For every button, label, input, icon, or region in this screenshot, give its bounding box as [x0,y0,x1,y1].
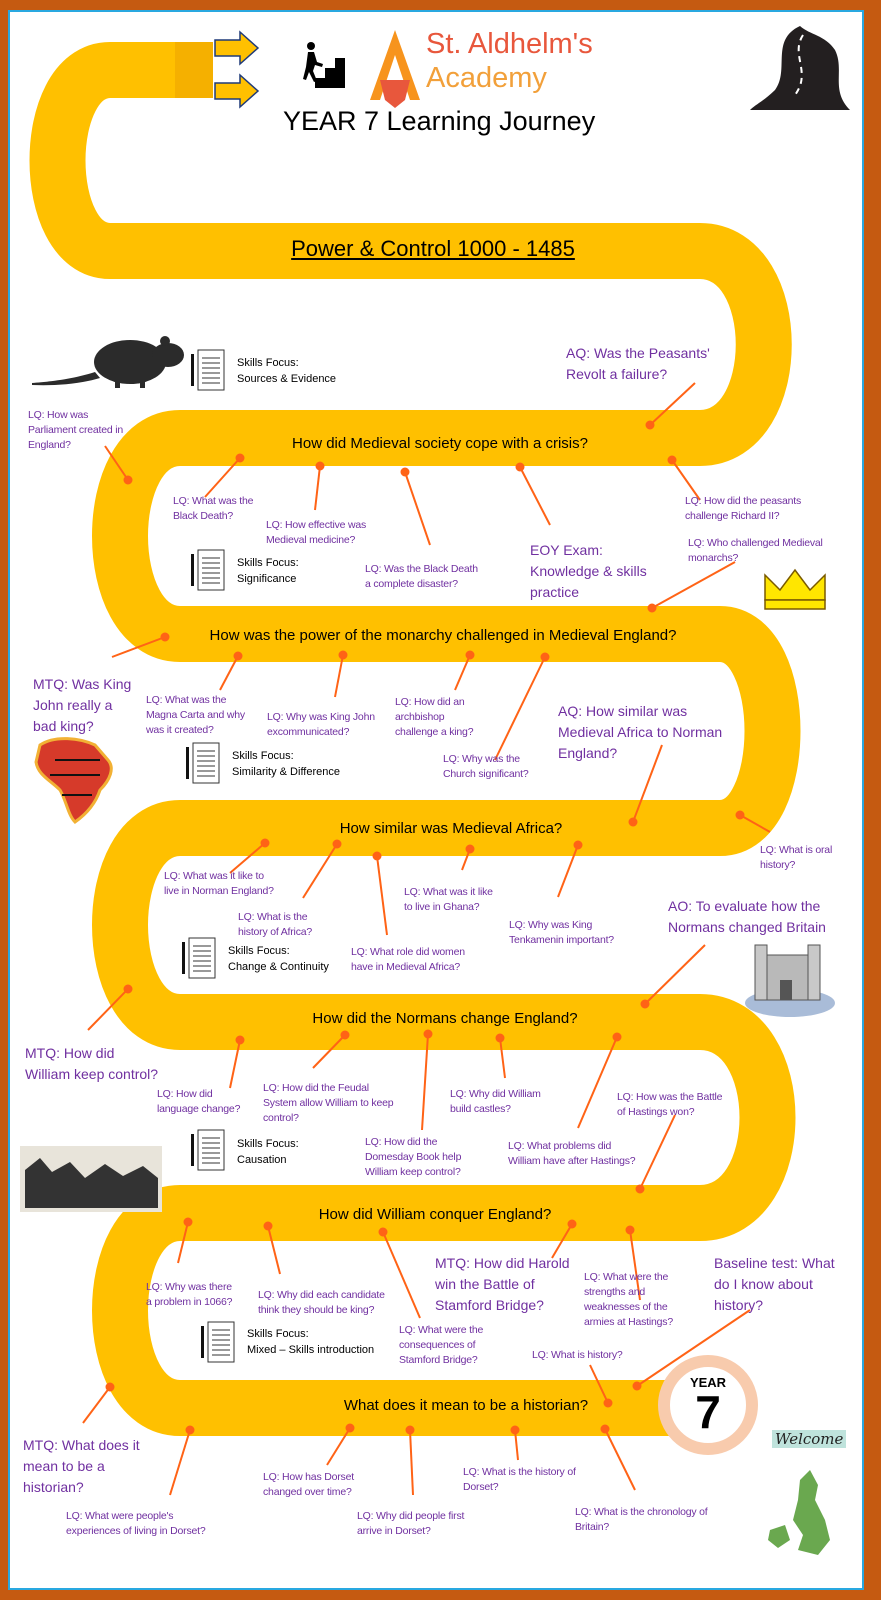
lesson-question: LQ: How did language change? [157,1088,241,1115]
uk-map-image [768,1470,830,1555]
notepad-icon [191,1129,225,1171]
stairs-climber-icon [303,42,345,88]
arrow-right-icon [214,30,260,109]
lesson-question: LQ: How did the Domesday Book help Willi… [365,1136,462,1178]
castle-image [745,944,835,1017]
crown-image [764,568,826,610]
assessment-objective: AO: To evaluate how the Normans changed … [668,898,826,935]
road-heading: How did the Normans change England? [312,1010,578,1027]
lesson-question: LQ: What is the history of Dorset? [463,1466,576,1493]
bayeux-tapestry-image [20,1146,162,1212]
lesson-question: LQ: Was the Black Death a complete disas… [365,563,478,590]
road-heading: How was the power of the monarchy challe… [209,627,677,644]
lesson-question: LQ: How effective was Medieval medicine? [266,519,367,546]
lesson-question: LQ: What were people's experiences of li… [66,1510,206,1537]
lesson-question: LQ: What was the Magna Carta and why was… [146,694,245,736]
africa-map-image [34,737,113,824]
lesson-question: LQ: What were the consequences of Stamfo… [399,1324,484,1366]
lesson-question: LQ: What was it like to live in Ghana? [404,886,493,913]
mid-term-question: MTQ: How did Harold win the Battle of St… [435,1255,570,1313]
lesson-question: LQ: Why did people first arrive in Dorse… [357,1510,465,1537]
lesson-question: LQ: How has Dorset changed over time? [263,1471,354,1498]
lesson-question: LQ: How was Parliament created in Englan… [28,409,124,451]
road-heading: How did William conquer England? [318,1206,552,1223]
notepad-icon [191,349,225,391]
lesson-question: LQ: Why was King John excommunicated? [267,711,375,738]
skills-focus: Skills Focus:Causation [237,1138,299,1166]
lesson-question: LQ: Why was King Tenkamenin important? [509,919,614,946]
lesson-question: LQ: What were the strengths and weakness… [584,1271,673,1328]
badge-year-number: 7 [695,1386,721,1438]
year-7-badge: YEAR 7 [658,1355,758,1455]
winding-road-icon [750,26,850,110]
road-heading: How similar was Medieval Africa? [339,820,563,837]
notepad-icon [186,742,220,784]
lesson-question: LQ: How did an archbishop challenge a ki… [395,696,474,738]
badge-year-label: YEAR [689,1375,727,1390]
welcome-sign: Welcome [772,1430,847,1448]
notepad-icon [201,1321,235,1363]
baseline-test: Baseline test: What do I know about hist… [714,1255,835,1313]
road-path [29,42,801,1436]
exam-note: EOY Exam: Knowledge & skills practice [530,542,647,600]
lesson-question: LQ: How did the peasants challenge Richa… [685,495,802,522]
lesson-question: LQ: What was the Black Death? [173,495,254,522]
school-name-line2: Academy [426,62,547,94]
road-heading: How did Medieval society cope with a cri… [292,435,588,452]
lesson-question: LQ: How did the Feudal System allow Will… [263,1082,394,1124]
notepad-icon [182,937,216,979]
lesson-question: LQ: How was the Battle of Hastings won? [617,1091,723,1118]
lesson-question: LQ: What was it like to live in Norman E… [164,870,274,897]
assessment-question: AQ: How similar was Medieval Africa to N… [558,703,723,761]
skills-focus: Skills Focus:Significance [237,557,299,585]
rat-image [32,336,184,388]
lesson-question: LQ: What problems did William have after… [508,1140,636,1167]
lesson-question: LQ: What is the history of Africa? [238,911,313,938]
skills-focus: Skills Focus:Mixed – Skills introduction [247,1328,375,1356]
mid-term-question: MTQ: How did William keep control? [25,1045,159,1082]
lesson-question: LQ: What is oral history? [760,844,833,871]
road-heading: What does it mean to be a historian? [343,1397,589,1414]
notepad-icon [191,549,225,591]
page-title: YEAR 7 Learning Journey [283,106,596,136]
school-name-line1: St. Aldhelm's [426,28,593,60]
mid-term-question: MTQ: What does it mean to be a historian… [23,1437,140,1495]
mid-term-question: MTQ: Was King John really a bad king? [33,676,132,734]
skills-focus: Skills Focus:Change & Continuity [228,945,329,973]
lesson-question: LQ: Who challenged Medieval monarchs? [688,537,823,564]
lesson-question: LQ: Why did William build castles? [450,1088,541,1115]
lesson-question: LQ: What is history? [532,1349,623,1361]
assessment-question: AQ: Was the Peasants' Revolt a failure? [566,345,710,382]
lesson-question: LQ: What role did women have in Medieval… [351,946,465,973]
skills-focus: Skills Focus:Sources & Evidence [237,357,337,385]
road-start-block [175,42,213,98]
lesson-question: LQ: Why was there a problem in 1066? [146,1281,233,1308]
lesson-question: LQ: Why did each candidate think they sh… [258,1289,385,1316]
unit-title: Power & Control 1000 - 1485 [291,236,575,261]
academy-logo [370,30,420,108]
connector-lines [82,382,771,1496]
lesson-question: LQ: Why was the Church significant? [443,753,529,780]
skills-focus: Skills Focus:Similarity & Difference [232,750,340,778]
lesson-question: LQ: What is the chronology of Britain? [575,1506,708,1533]
